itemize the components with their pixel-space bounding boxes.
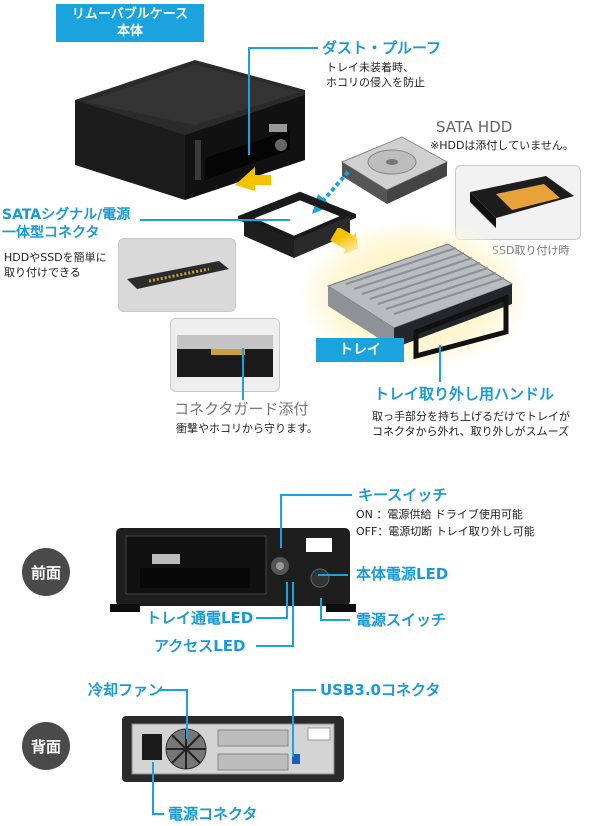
power-connector-leader-h bbox=[152, 813, 164, 815]
case-body-label-line1: リムーバブルケース bbox=[71, 7, 189, 22]
key-switch-leader-h bbox=[280, 494, 352, 496]
sata-connector-title-line1: SATAシグナル/電源 bbox=[2, 207, 131, 223]
sata-connector-desc-line2: 取り付けできる bbox=[4, 266, 81, 279]
tray-power-led-leader-h bbox=[256, 617, 288, 619]
dust-proof-desc-line2: ホコリの侵入を防止 bbox=[326, 76, 425, 89]
connector-guard-leader bbox=[242, 348, 244, 400]
usb-leader-v bbox=[292, 689, 294, 757]
tray-power-led-leader-v bbox=[286, 582, 288, 618]
sata-hdd-note: ※HDDは添付していません。 bbox=[430, 139, 574, 152]
tray-handle-desc: 取っ手部分を持ち上げるだけでトレイが コネクタから外れ、取り外しがスムーズ bbox=[372, 409, 570, 439]
usb-leader-h bbox=[292, 689, 316, 691]
connector-guard-image bbox=[171, 319, 279, 391]
tray-image bbox=[326, 243, 514, 360]
tray-handle-desc-line2: コネクタから外れ、取り外しがスムーズ bbox=[372, 425, 570, 438]
connector-guard-title: コネクタガード添付 bbox=[174, 400, 309, 418]
power-switch-leader-v bbox=[320, 598, 322, 620]
sata-connector-image bbox=[119, 239, 235, 311]
tray-power-led-label: トレイ通電LED bbox=[146, 609, 254, 627]
power-switch-label: 電源スイッチ bbox=[356, 611, 447, 629]
dust-proof-leader-h bbox=[248, 47, 318, 49]
tray-handle-leader bbox=[439, 345, 441, 382]
ssd-tray-image bbox=[456, 166, 580, 239]
sata-connector-photo bbox=[118, 238, 236, 312]
hdd-image bbox=[340, 136, 449, 204]
key-switch-title: キースイッチ bbox=[358, 486, 448, 504]
front-badge: 前面 bbox=[22, 548, 70, 596]
tray-label: トレイ bbox=[316, 338, 404, 362]
front-panel-image bbox=[110, 528, 356, 612]
body-power-led-label: 本体電源LED bbox=[356, 565, 449, 583]
connector-guard-desc: 衝撃やホコリから守ります。 bbox=[176, 422, 318, 435]
usb-connector-label: USB3.0コネクタ bbox=[320, 681, 441, 699]
dust-proof-desc-line1: トレイ未装着時、 bbox=[326, 61, 414, 74]
sata-connector-leader bbox=[140, 219, 290, 221]
key-switch-on-desc: ON ：電源供給 ドライブ使用可能 bbox=[356, 508, 523, 521]
back-panel-image bbox=[122, 716, 344, 782]
sata-connector-title: SATAシグナル/電源 一体型コネクタ bbox=[2, 206, 130, 242]
sata-connector-desc-line1: HDDやSSDを簡単に bbox=[4, 251, 107, 264]
access-led-leader-v bbox=[292, 582, 294, 646]
dust-proof-title: ダスト・プルーフ bbox=[322, 39, 442, 57]
case-body-label: リムーバブルケース 本体 bbox=[56, 4, 204, 42]
cooling-fan-leader-v bbox=[186, 689, 188, 739]
enclosure-body-image bbox=[75, 60, 305, 200]
cooling-fan-leader-h bbox=[160, 689, 188, 691]
back-badge: 背面 bbox=[22, 722, 70, 770]
sata-connector-title-line2: 一体型コネクタ bbox=[2, 225, 100, 241]
tray-frame-image bbox=[238, 191, 356, 258]
body-power-led-leader bbox=[318, 574, 348, 576]
ssd-mount-photo bbox=[455, 165, 581, 240]
case-body-label-line2: 本体 bbox=[116, 24, 143, 39]
cooling-fan-label: 冷却ファン bbox=[88, 681, 164, 699]
power-connector-leader-v bbox=[152, 762, 154, 814]
power-connector-label: 電源コネクタ bbox=[168, 805, 258, 823]
key-switch-off-desc: OFF：電源切断 トレイ取り外し可能 bbox=[356, 525, 535, 538]
insert-arrow-icon bbox=[235, 167, 271, 191]
access-led-label: アクセスLED bbox=[154, 637, 246, 655]
power-switch-leader-h bbox=[320, 619, 350, 621]
tray-handle-desc-line1: 取っ手部分を持ち上げるだけでトレイが bbox=[372, 410, 570, 423]
dust-proof-leader bbox=[248, 47, 250, 155]
access-led-leader-h bbox=[256, 645, 294, 647]
connector-guard-photo bbox=[170, 318, 280, 392]
sata-hdd-title: SATA HDD bbox=[436, 118, 513, 136]
sata-connector-desc: HDDやSSDを簡単に 取り付けできる bbox=[4, 250, 107, 280]
dust-proof-desc: トレイ未装着時、 ホコリの侵入を防止 bbox=[326, 60, 425, 90]
key-switch-leader-v bbox=[280, 494, 282, 548]
tray-handle-title: トレイ取り外し用ハンドル bbox=[374, 385, 555, 403]
